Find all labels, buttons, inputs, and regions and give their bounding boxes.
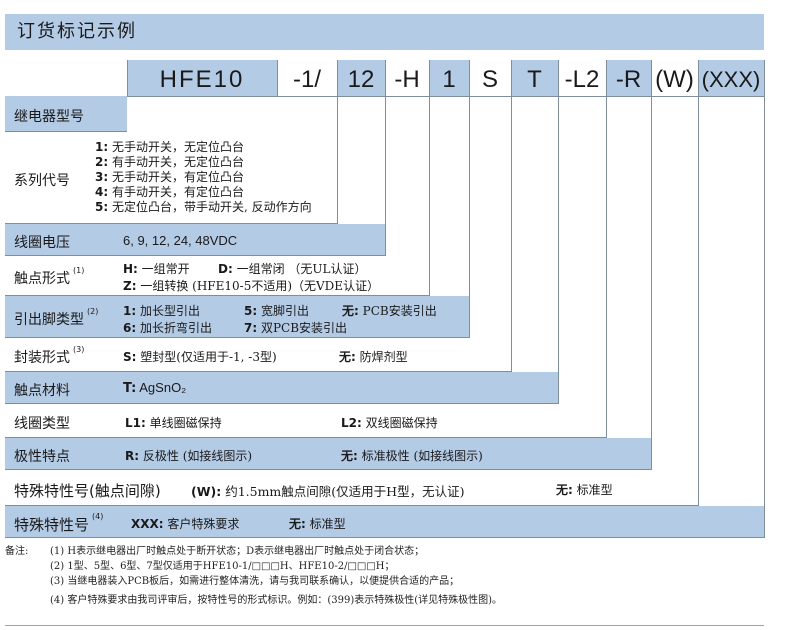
label-polarity: 极性特点: [14, 449, 70, 465]
label-contact-material: 触点材料: [14, 383, 70, 399]
coil-type-b: L2: 双线圈磁保持: [341, 416, 438, 430]
pin-type-a: 1: 加长型引出: [123, 304, 200, 318]
label-series: 系列代号: [14, 173, 70, 189]
code-hfe: HFE10: [127, 60, 277, 96]
row-special-gap: 特殊特性号(触点间隙) (W): 约1.5mm触点间隙(仅适用于H型，无认证) …: [5, 470, 698, 506]
notes-prefix: 备注:: [5, 546, 29, 557]
special-gap-b: 无: 标准型: [556, 483, 613, 497]
divider-line: [764, 60, 765, 538]
pin-type-c: 无: PCB安装引出: [342, 304, 437, 318]
row-coil-type: 线圈类型 L1: 单线圈磁保持 L2: 双线圈磁保持: [5, 404, 606, 438]
divider-line: [511, 60, 512, 372]
series-list: 1: 无手动开关，无定位凸台 2: 有手动开关，无定位凸台 3: 无手动开关，有…: [95, 140, 312, 215]
note-text: (4) 客户特殊要求由我司评审后，按特性号的形式标识。例如：(399)表示特殊极…: [50, 595, 503, 606]
series-item: 2: 有手动开关，无定位凸台: [95, 155, 244, 169]
series-item: 5: 无定位凸台，带手动开关, 反动作方向: [95, 200, 312, 214]
package-a: S: 塑封型(仅适用于-1, -3型): [123, 350, 277, 364]
label-special-gap: 特殊特性号(触点间隙): [14, 482, 161, 500]
note-text: (3) 当继电器装入PCB板后，如需进行整体清洗，请与我司联系确认，以便提供合适…: [50, 576, 460, 587]
row-polarity: 极性特点 R: 反极性 (如接线图示) 无: 标准极性 (如接线图示): [5, 438, 651, 470]
code-s7: -L2: [558, 60, 606, 96]
divider-line: [385, 60, 386, 256]
row-series: 系列代号 1: 无手动开关，无定位凸台 2: 有手动开关，无定位凸台 3: 无手…: [5, 132, 337, 224]
package-b: 无: 防焊剂型: [339, 350, 408, 364]
pin-type-b: 5: 宽脚引出: [244, 304, 309, 318]
series-item: 1: 无手动开关，无定位凸台: [95, 140, 244, 154]
code-s10: (XXX): [698, 60, 764, 96]
bottom-rule: [5, 625, 764, 626]
contact-form-line1: H: 一组常开: [123, 262, 190, 276]
note-1: 备注: (1) H表示继电器出厂时触点处于断开状态；D表示继电器出厂时触点处于闭…: [5, 544, 424, 559]
label-special: 特殊特性号(4): [14, 512, 104, 534]
code-s3: -H: [385, 60, 429, 96]
note-text: (1) H表示继电器出厂时触点处于断开状态；D表示继电器出厂时触点处于闭合状态；: [50, 546, 425, 557]
label-package: 封装形式(3): [14, 345, 85, 366]
divider-line: [651, 60, 652, 470]
divider-line: [469, 60, 470, 338]
code-bottom-line: [127, 96, 764, 97]
code-s9: (W): [651, 60, 698, 96]
pin-type-d: 6: 加长折弯引出: [123, 321, 212, 335]
series-item: 3: 无手动开关，有定位凸台: [95, 170, 244, 184]
label-coil-voltage: 线圈电压: [14, 235, 70, 251]
contact-material-value: T: AgSnO₂: [123, 380, 187, 396]
code-s6: T: [511, 60, 558, 96]
divider-line: [429, 60, 430, 296]
contact-form-line1b: D: 一组常闭 （无UL认证）: [218, 262, 367, 276]
label-relay-type: 继电器型号: [14, 109, 84, 125]
special-b: 无: 标准型: [289, 517, 346, 531]
row-special: 特殊特性号(4) XXX: 客户特殊要求 无: 标准型: [5, 506, 764, 538]
contact-form-line2: Z: 一组转换 (HFE10-5不适用)（无VDE认证）: [123, 279, 380, 293]
row-package: 封装形式(3) S: 塑封型(仅适用于-1, -3型) 无: 防焊剂型: [5, 338, 511, 372]
row-coil-voltage: 线圈电压 6, 9, 12, 24, 48VDC: [5, 224, 385, 256]
code-s2: 12: [337, 60, 385, 96]
divider-line: [337, 60, 338, 224]
pin-type-e: 7: 双PCB安装引出: [244, 321, 348, 335]
divider-line: [698, 60, 699, 506]
divider-line: [277, 60, 278, 96]
special-gap-a: (W): 约1.5mm触点间隙(仅适用于H型，无认证): [191, 484, 465, 499]
row-relay-type: 继电器型号: [5, 96, 127, 132]
note-text: (2) 1型、5型、6型、7型仅适用于HFE10-1/□□□H、HFE10-2/…: [50, 561, 395, 572]
label-coil-type: 线圈类型: [14, 416, 70, 432]
label-contact-form: 触点形式(1): [14, 266, 85, 287]
row-pin-type: 引出脚类型(2) 1: 加长型引出 5: 宽脚引出 无: PCB安装引出 6: …: [5, 296, 469, 338]
row-contact-form: 触点形式(1) H: 一组常开 D: 一组常闭 （无UL认证） Z: 一组转换 …: [5, 256, 429, 296]
notes: 备注: (1) H表示继电器出厂时触点处于断开状态；D表示继电器出厂时触点处于闭…: [5, 544, 502, 608]
section-title: 订货标记示例: [5, 14, 764, 50]
polarity-a: R: 反极性 (如接线图示): [125, 449, 253, 463]
series-item: 4: 有手动开关，有定位凸台: [95, 185, 244, 199]
polarity-b: 无: 标准极性 (如接线图示): [341, 449, 483, 463]
special-a: XXX: 客户特殊要求: [131, 517, 240, 531]
code-s5: S: [469, 60, 511, 96]
note-2: (2) 1型、5型、6型、7型仅适用于HFE10-1/□□□H、HFE10-2/…: [5, 559, 395, 574]
code-s8: -R: [606, 60, 651, 96]
coil-voltage-value: 6, 9, 12, 24, 48VDC: [123, 233, 238, 248]
code-s4: 1: [429, 60, 469, 96]
divider-line: [127, 60, 128, 96]
divider-line: [558, 60, 559, 404]
row-contact-material: 触点材料 T: AgSnO₂: [5, 372, 558, 404]
code-s1: -1/: [277, 60, 337, 96]
note-4: (4) 客户特殊要求由我司评审后，按特性号的形式标识。例如：(399)表示特殊极…: [5, 593, 502, 608]
label-pin-type: 引出脚类型(2): [14, 307, 99, 328]
coil-type-a: L1: 单线圈磁保持: [125, 416, 222, 430]
divider-line: [606, 60, 607, 438]
note-3: (3) 当继电器装入PCB板后，如需进行整体清洗，请与我司联系确认，以便提供合适…: [5, 574, 459, 589]
